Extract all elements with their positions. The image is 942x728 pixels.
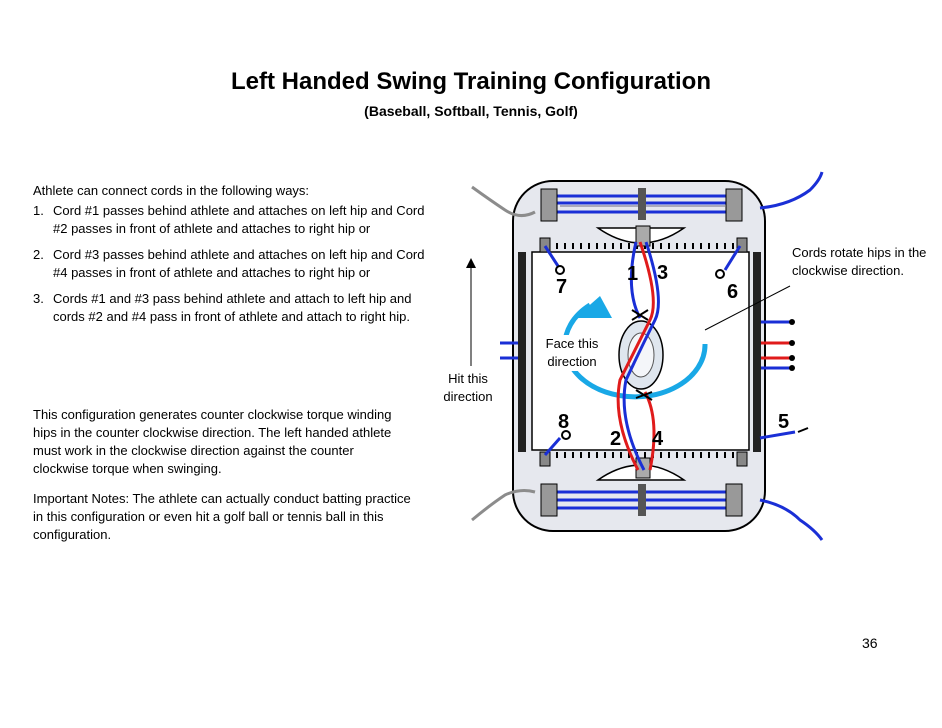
cord-2-red — [616, 241, 655, 471]
corner-block-bl — [540, 483, 558, 517]
right-side-cords-red — [761, 341, 790, 360]
cord-number-4: 4 — [652, 428, 664, 450]
anchor-top-center — [635, 225, 651, 247]
right-knob — [789, 355, 795, 361]
cord-5 — [759, 430, 796, 440]
connection-ways-list: 1. Cord #1 passes behind athlete and atta… — [33, 202, 433, 334]
rotation-arc — [562, 302, 708, 400]
corner-block-br — [725, 483, 743, 517]
hook-7 — [555, 265, 565, 275]
corner-block-tr — [725, 188, 743, 222]
right-knob — [789, 319, 795, 325]
left-rail — [518, 252, 526, 452]
list-item: 1. Cord #1 passes behind athlete and atta… — [33, 202, 433, 238]
cord-5-hook — [797, 427, 809, 433]
hip-clip-top — [631, 309, 649, 321]
hook-8 — [561, 430, 571, 440]
cord-7 — [543, 245, 560, 267]
list-text: Cord #1 passes behind athlete and attach… — [53, 203, 425, 236]
intro-text: Athlete can connect cords in the followi… — [33, 183, 310, 198]
cord-outer-tl — [471, 185, 536, 217]
list-text: Cords #1 and #3 pass behind athlete and … — [53, 291, 412, 324]
page-subtitle: (Baseball, Softball, Tennis, Golf) — [0, 103, 942, 119]
anchor-tr — [736, 237, 748, 253]
anchor-tl — [539, 237, 551, 253]
face-direction-label: Face this direction — [534, 335, 610, 371]
page-number: 36 — [862, 635, 878, 651]
cord-8 — [543, 437, 562, 456]
rotate-label: Cords rotate hips in the clockwise direc… — [792, 245, 927, 278]
anchor-br — [736, 451, 748, 467]
rotate-pointer-line — [704, 285, 791, 331]
torque-note: This configuration generates counter clo… — [33, 407, 392, 476]
hip-clip-bottom — [635, 389, 653, 401]
right-side-cords-blue — [761, 320, 790, 370]
cord-number-3: 3 — [657, 262, 668, 284]
important-note: Important Notes: The athlete can actuall… — [33, 491, 411, 542]
hit-direction-label: Hit this direction — [443, 371, 493, 404]
list-text: Cord #3 passes behind athlete and attach… — [53, 247, 425, 280]
cord-6 — [723, 245, 742, 271]
subtitle-text: (Baseball, Softball, Tennis, Golf) — [364, 103, 578, 119]
cord-number-8: 8 — [558, 411, 569, 433]
cord-1-blue — [622, 241, 660, 471]
page-title: Left Handed Swing Training Configuration — [231, 68, 711, 95]
hit-arrowhead — [466, 258, 476, 268]
top-cord-clip — [638, 188, 646, 220]
right-knob — [789, 340, 795, 346]
list-number: 1. — [33, 203, 44, 218]
corner-block-tl — [540, 188, 558, 222]
list-number: 2. — [33, 247, 44, 262]
rotation-arrowhead — [575, 296, 612, 318]
athlete-body — [627, 332, 655, 378]
list-item: 3. Cords #1 and #3 pass behind athlete an… — [33, 290, 433, 326]
cord-outer-bl — [471, 489, 536, 522]
cord-number-5: 5 — [778, 411, 789, 433]
bottom-cord-clip — [638, 484, 646, 516]
right-rail — [753, 252, 761, 452]
list-item: 2. Cord #3 passes behind athlete and atta… — [33, 246, 433, 282]
left-side-cords — [500, 341, 518, 360]
cord-number-6: 6 — [727, 281, 738, 303]
cord-outer-br — [759, 498, 824, 541]
cord-number-1: 1 — [627, 263, 638, 285]
cord-number-7: 7 — [556, 276, 567, 298]
hook-6 — [715, 269, 725, 279]
cord-outer-tr — [759, 171, 824, 210]
cord-number-2: 2 — [610, 428, 621, 450]
anchor-bl — [539, 451, 551, 467]
right-knob — [789, 365, 795, 371]
list-number: 3. — [33, 291, 44, 306]
